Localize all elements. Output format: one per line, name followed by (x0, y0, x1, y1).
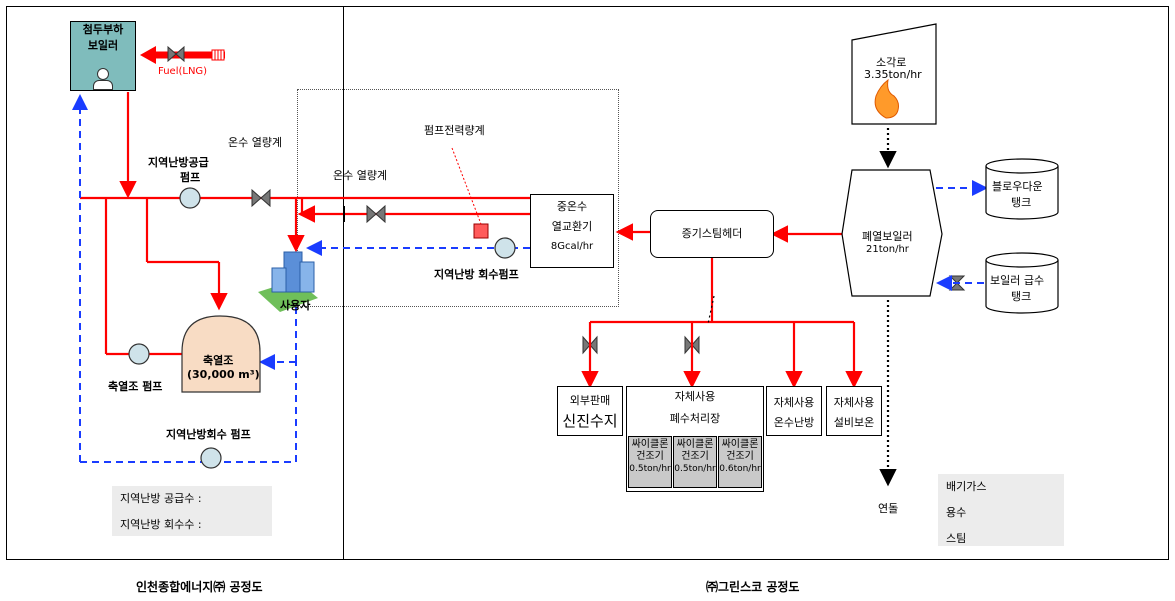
feedwater-tank-label-1: 보일러 급수 (990, 274, 1045, 287)
steam-header-label: 증기스팀헤더 (681, 227, 743, 240)
operator-icon (93, 68, 113, 90)
storage-pump-label: 축열조 펌프 (108, 380, 163, 393)
cyclone-dryer-1: 싸이클론 건조기 0.5ton/hr (628, 436, 672, 488)
user-label: 사용자 (280, 299, 311, 312)
legend-return: 지역난방 회수수 : (120, 518, 202, 531)
valves (167, 45, 966, 355)
incinerator-label-2: 3.35ton/hr (864, 68, 922, 81)
cyclone-dryer-3: 싸이클론 건조기 0.6ton/hr (718, 436, 762, 488)
dryer3-line1: 싸이클론 (721, 439, 759, 450)
legend-supply: 지역난방 공급수 : (120, 492, 202, 505)
storage-tank-shape (181, 315, 261, 393)
supply-pump-label-1: 지역난방공급 (148, 156, 209, 169)
right-water-lines (936, 180, 988, 291)
diagram-frame (6, 6, 1169, 560)
exchanger-line1: 중온수 (556, 200, 588, 213)
return-pump-label-right: 지역난방 회수펌프 (434, 268, 519, 281)
blowdown-tank-label-2: 탱크 (1011, 196, 1032, 209)
self-insulation-box: 자체사용 설비보온 (826, 386, 882, 436)
legend-exhaust: 배기가스 (946, 480, 987, 493)
incinerator-label-1: 소각로 (876, 56, 907, 69)
dryer2-line2: 건조기 (681, 451, 709, 462)
waste-boiler-label-1: 폐열보일러 (862, 230, 913, 243)
legend-water: 용수 (946, 506, 967, 519)
boiler-line1: 첨두부하 (82, 23, 124, 36)
fuel-arrow (140, 46, 225, 64)
dryer1-line1: 싸이클론 (631, 439, 669, 450)
flame-icon (874, 78, 899, 119)
boiler-line2: 보일러 (87, 39, 119, 52)
steam-header: 증기스팀헤더 (650, 210, 774, 258)
self-heating-box: 자체사용 온수난방 (766, 386, 822, 436)
self-heating-line2: 온수난방 (773, 416, 815, 429)
dryer2-line3: 0.5ton/hr (674, 464, 716, 474)
hot-water-meter-label-1: 온수 열량계 (228, 136, 283, 149)
panel-divider (343, 6, 344, 560)
exchanger-line3: 8Gcal/hr (550, 241, 594, 252)
dryer1-line2: 건조기 (636, 451, 664, 462)
supply-pump-label-2: 펌프 (180, 171, 201, 184)
right-caption: ㈜그린스코 공정도 (706, 580, 800, 594)
external-sale-box: 외부판매 신진수지 (557, 386, 623, 436)
hot-water-meter-label-2: 온수 열량계 (333, 169, 388, 182)
feedwater-tank-label-2: 탱크 (1011, 290, 1032, 303)
pump-power-meter-label: 펌프전력량계 (424, 124, 485, 137)
exchanger-line2: 열교환기 (551, 220, 593, 233)
stack-label: 연돌 (878, 502, 899, 515)
blowdown-tank-label-1: 블로우다운 (992, 180, 1043, 193)
fuel-label: Fuel(LNG) (158, 66, 208, 77)
building-icon (258, 251, 318, 312)
legend-steam: 스팀 (946, 532, 967, 545)
self-insulation-line1: 자체사용 (833, 396, 875, 409)
self-insulation-line2: 설비보온 (833, 416, 875, 429)
right-legend: 배기가스 용수 스팀 (938, 474, 1064, 546)
cyclone-dryer-2: 싸이클론 건조기 0.5ton/hr (673, 436, 717, 488)
wastewater-line2: 폐수처리장 (669, 412, 721, 425)
left-legend: 지역난방 공급수 : 지역난방 회수수 : (112, 486, 272, 536)
left-caption: 인천종합에너지㈜ 공정도 (136, 580, 263, 594)
waste-boiler-label-2: 21ton/hr (866, 244, 909, 255)
self-heating-line1: 자체사용 (773, 396, 815, 409)
pumps (128, 187, 516, 469)
return-pump-label-left: 지역난방회수 펌프 (166, 428, 251, 441)
heat-exchanger: 중온수 열교환기 8Gcal/hr (530, 194, 614, 268)
peak-load-boiler: 첨두부하 보일러 (70, 21, 136, 91)
exhaust-lines (707, 128, 897, 487)
dryer2-line1: 싸이클론 (676, 439, 714, 450)
storage-tank-label-1: 축열조 (203, 354, 234, 367)
dryer1-line3: 0.5ton/hr (629, 464, 671, 474)
right-steam-lines (581, 223, 863, 389)
dryer3-line2: 건조기 (726, 451, 754, 462)
left-return-lines (72, 94, 530, 463)
external-sale-line2: 신진수지 (562, 412, 618, 430)
storage-tank-label-2: (30,000 m³) (187, 368, 260, 381)
external-sale-line1: 외부판매 (569, 394, 611, 407)
wastewater-line1: 자체사용 (674, 390, 716, 403)
left-supply-lines (80, 92, 530, 356)
dryer3-line3: 0.6ton/hr (719, 464, 761, 474)
